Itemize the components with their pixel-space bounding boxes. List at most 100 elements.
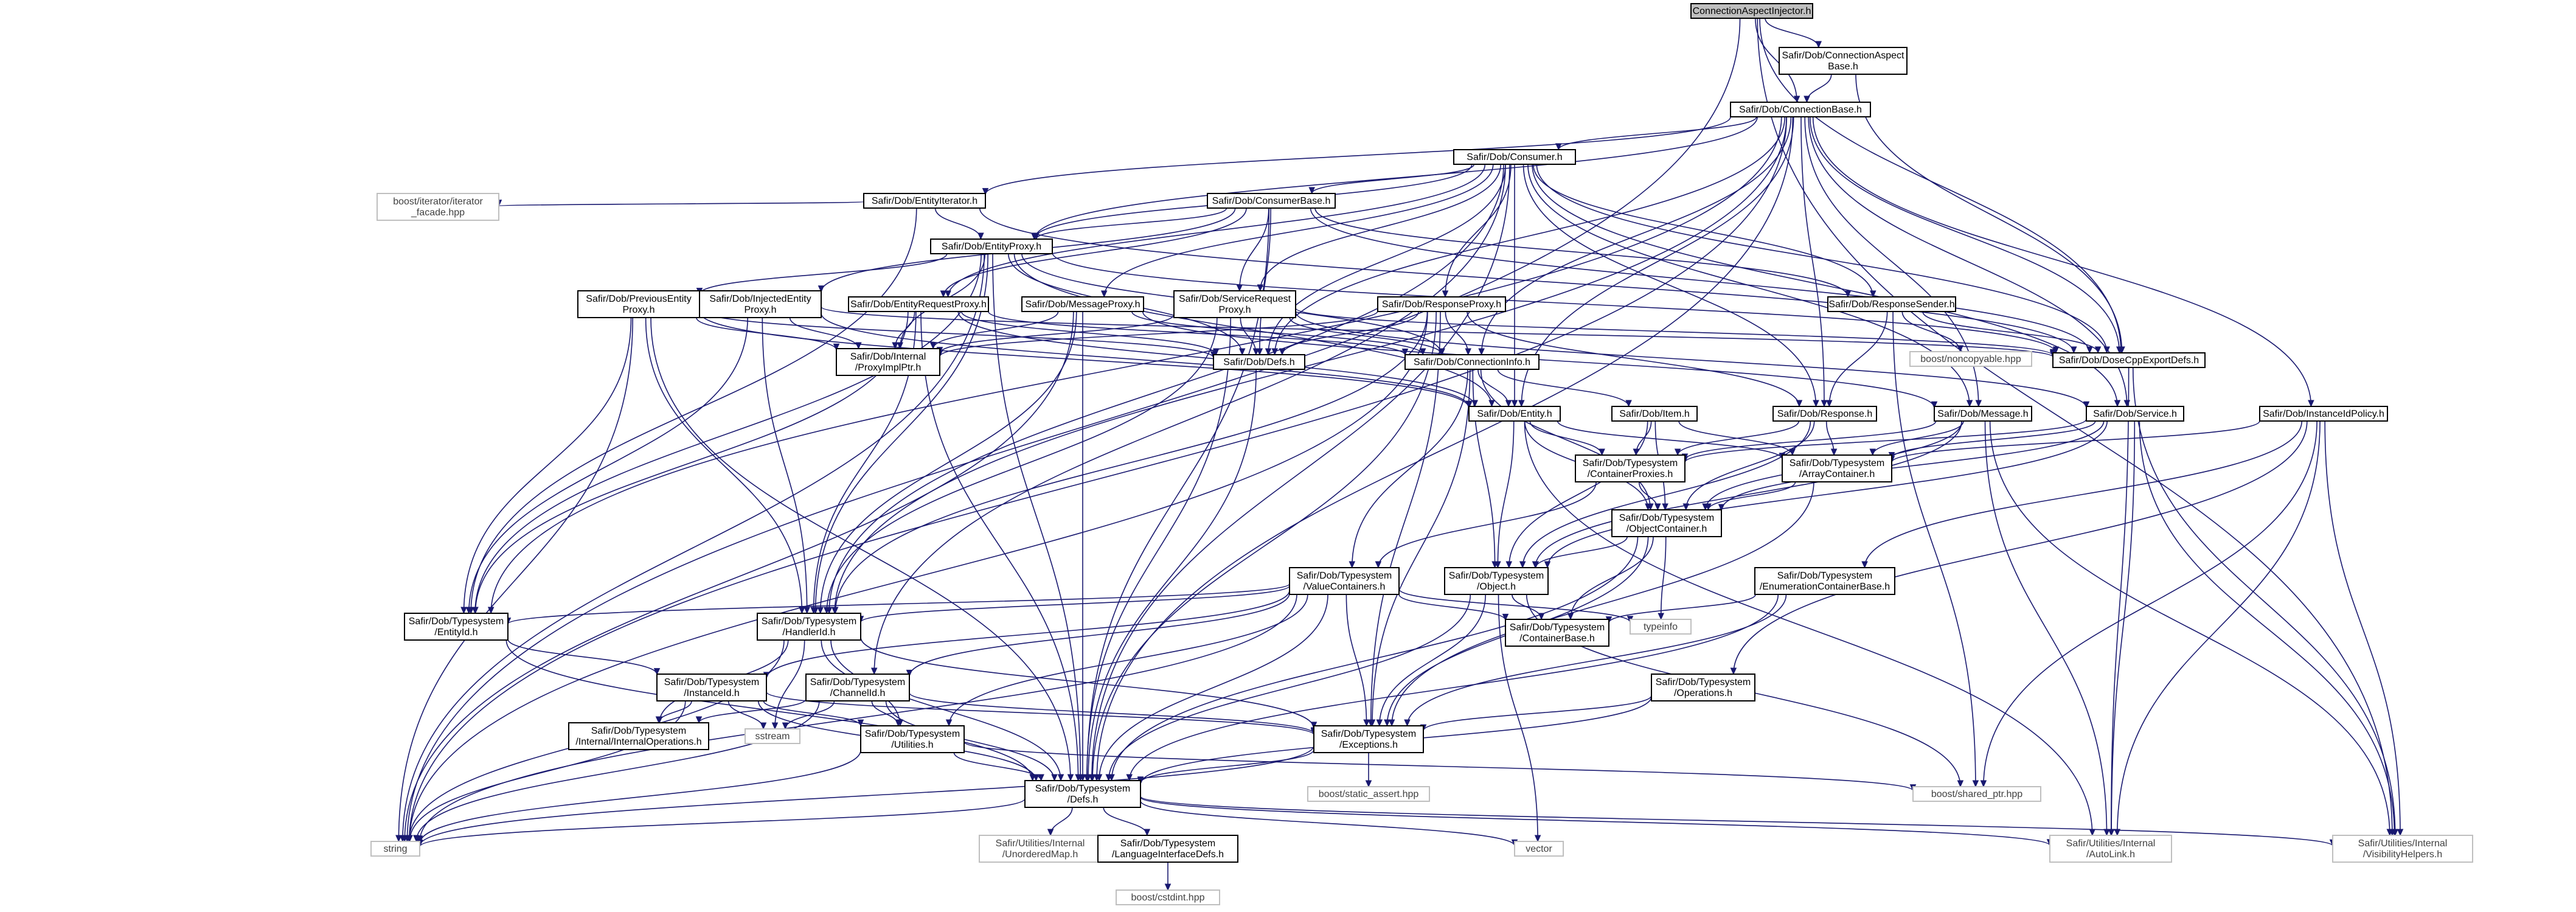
arrow-head (2386, 829, 2394, 837)
node-handlerid[interactable]: Safir/Dob/Typesystem/HandlerId.h (757, 613, 861, 641)
node-autolink[interactable]: Safir/Utilities/Internal/AutoLink.h (2049, 835, 2172, 863)
arrow-head (653, 668, 661, 675)
node-shptr[interactable]: boost/shared_ptr.hpp (1912, 786, 2041, 802)
node-vector[interactable]: vector (1514, 841, 1564, 857)
node-label: Safir/Dob/ResponseProxy.h (1382, 299, 1501, 310)
node-internalops[interactable]: Safir/Dob/Typesystem/Internal/InternalOp… (568, 722, 709, 750)
node-arraycont[interactable]: Safir/Dob/Typesystem/ArrayContainer.h (1782, 454, 1892, 482)
arrow-head (1384, 719, 1390, 727)
node-box (1213, 354, 1305, 370)
node-object[interactable]: Safir/Dob/Typesystem/Object.h (1444, 567, 1549, 595)
node-consumerbase[interactable]: Safir/Dob/ConsumerBase.h (1207, 193, 1336, 209)
node-entity[interactable]: Safir/Dob/Entity.h (1468, 406, 1561, 422)
node-label: /ContainerProxies.h (1588, 469, 1673, 479)
arrow-head (1972, 780, 1979, 788)
node-boostnoncopy[interactable]: boost/noncopyable.hpp (1909, 351, 2032, 367)
node-tsdefs[interactable]: Safir/Dob/Typesystem/Defs.h (1024, 780, 1141, 808)
arrow-head (2071, 346, 2077, 354)
node-message[interactable]: Safir/Dob/Message.h (1934, 406, 2032, 422)
node-reqproxy[interactable]: Safir/Dob/EntityRequestProxy.h (848, 296, 989, 312)
node-response[interactable]: Safir/Dob/Response.h (1772, 406, 1877, 422)
node-respproxy[interactable]: Safir/Dob/ResponseProxy.h (1377, 296, 1506, 312)
node-box (1827, 296, 1956, 312)
node-box (1468, 406, 1561, 422)
node-entityiter[interactable]: Safir/Dob/EntityIterator.h (863, 193, 986, 209)
node-utilities[interactable]: Safir/Dob/Typesystem/Utilities.h (860, 725, 965, 753)
node-entityproxy[interactable]: Safir/Dob/EntityProxy.h (930, 238, 1053, 254)
arrow-head (1511, 400, 1518, 408)
edge-injproxy-to-handlerid (762, 317, 810, 614)
node-cstdint[interactable]: boost/cstdint.hpp (1116, 889, 1220, 905)
node-label: Safir/Dob/PreviousEntity (586, 294, 691, 304)
edge-message-to-vishelp (1989, 420, 2394, 837)
edge-arraycont-to-exceptions (1388, 481, 1814, 727)
node-enumcont[interactable]: Safir/Dob/Typesystem/EnumerationContaine… (1754, 567, 1895, 595)
node-conninfo[interactable]: Safir/Dob/ConnectionInfo.h (1404, 354, 1540, 370)
node-contbase[interactable]: Safir/Dob/Typesystem/ContainerBase.h (1505, 619, 1609, 647)
edge-respproxy-to-dobdefs (1279, 311, 1419, 356)
edge-reqproxy-to-conninfo (988, 311, 1409, 356)
node-typeinfo[interactable]: typeinfo (1630, 619, 1692, 635)
edge-response-to-arraycont (1825, 420, 1838, 456)
node-sstream[interactable]: sstream (745, 728, 800, 744)
node-label: Safir/Dob/Typesystem (810, 677, 906, 687)
edge-service-to-vishelp (2139, 420, 2398, 837)
node-exportdefs[interactable]: Safir/Dob/DoseCppExportDefs.h (2052, 352, 2206, 368)
node-respsender[interactable]: Safir/Dob/ResponseSender.h (1827, 296, 1956, 312)
node-contproxies[interactable]: Safir/Dob/Typesystem/ContainerProxies.h (1575, 454, 1686, 482)
node-implptr[interactable]: Safir/Dob/Internal/ProxyImplPtr.h (836, 348, 940, 376)
edge-entityiter-to-boostiter (495, 200, 864, 207)
node-label: Safir/Dob/Response.h (1777, 409, 1873, 419)
node-unordmap[interactable]: Safir/Utilities/Internal/UnorderedMap.h (979, 835, 1102, 863)
node-entityid[interactable]: Safir/Dob/Typesystem/EntityId.h (404, 613, 509, 641)
arrow-head (1478, 348, 1485, 356)
node-item[interactable]: Safir/Dob/Item.h (1611, 406, 1698, 422)
node-box (1754, 567, 1895, 595)
node-label: Safir/Dob/Item.h (1619, 409, 1690, 419)
edge-contproxies-to-objcont (1638, 481, 1661, 511)
node-sassert[interactable]: boost/static_assert.hpp (1307, 786, 1430, 802)
edge-contproxies-to-valcont (1375, 481, 1597, 569)
arrow-head (982, 188, 989, 195)
node-operations[interactable]: Safir/Dob/Typesystem/Operations.h (1651, 674, 1755, 701)
node-box (1690, 3, 1813, 19)
node-valcont[interactable]: Safir/Dob/Typesystem/ValueContainers.h (1289, 567, 1400, 595)
edge-channelid-to-tsdefs (885, 700, 1058, 782)
node-objcont[interactable]: Safir/Dob/Typesystem/ObjectContainer.h (1611, 509, 1722, 537)
node-exceptions[interactable]: Safir/Dob/Typesystem/Exceptions.h (1313, 725, 1424, 753)
arrow-head (1375, 561, 1382, 569)
node-connbase[interactable]: Safir/Dob/ConnectionBase.h (1730, 102, 1871, 117)
edge-respproxy-to-conninfo (1445, 311, 1471, 356)
node-dobdefs[interactable]: Safir/Dob/Defs.h (1213, 354, 1305, 370)
node-boostiter[interactable]: boost/iterator/iterator_facade.hpp (377, 193, 499, 221)
edge-valcont-to-entityid (504, 583, 1290, 625)
node-consumer[interactable]: Safir/Dob/Consumer.h (1453, 149, 1576, 165)
node-instpolicy[interactable]: Safir/Dob/InstanceIdPolicy.h (2259, 406, 2388, 422)
node-msgproxy[interactable]: Safir/Dob/MessageProxy.h (1021, 296, 1144, 312)
edge-consumer-to-consumerbase (1308, 164, 1475, 195)
node-channelid[interactable]: Safir/Dob/Typesystem/ChannelId.h (805, 674, 910, 701)
edge-item-to-object (1505, 420, 1648, 569)
node-string[interactable]: string (370, 841, 420, 857)
node-box (1730, 102, 1871, 117)
arrow-head (831, 607, 839, 614)
node-service[interactable]: Safir/Dob/Service.h (2086, 406, 2184, 422)
edge-instpolicy-to-shptr (1980, 420, 2317, 788)
edge-exceptions-to-tsdefs (1137, 749, 1314, 784)
node-box (860, 725, 965, 753)
edge-msgproxy-to-conninfo (1131, 311, 1426, 356)
arrow-head (1376, 719, 1383, 727)
arrow-head (1308, 187, 1315, 195)
node-vishelp[interactable]: Safir/Utilities/Internal/VisibilityHelpe… (2332, 835, 2473, 863)
edge-consumerbase-to-respsender (1314, 207, 1852, 298)
node-langdefs[interactable]: Safir/Dob/Typesystem/LanguageInterfaceDe… (1097, 835, 1238, 863)
node-box (863, 193, 986, 209)
node-root[interactable]: ConnectionAspectInjector.h (1690, 3, 1813, 19)
node-instanceid[interactable]: Safir/Dob/Typesystem/InstanceId.h (656, 674, 767, 701)
arrow-head (1164, 883, 1172, 891)
node-label: Safir/Utilities/Internal (996, 838, 1085, 849)
